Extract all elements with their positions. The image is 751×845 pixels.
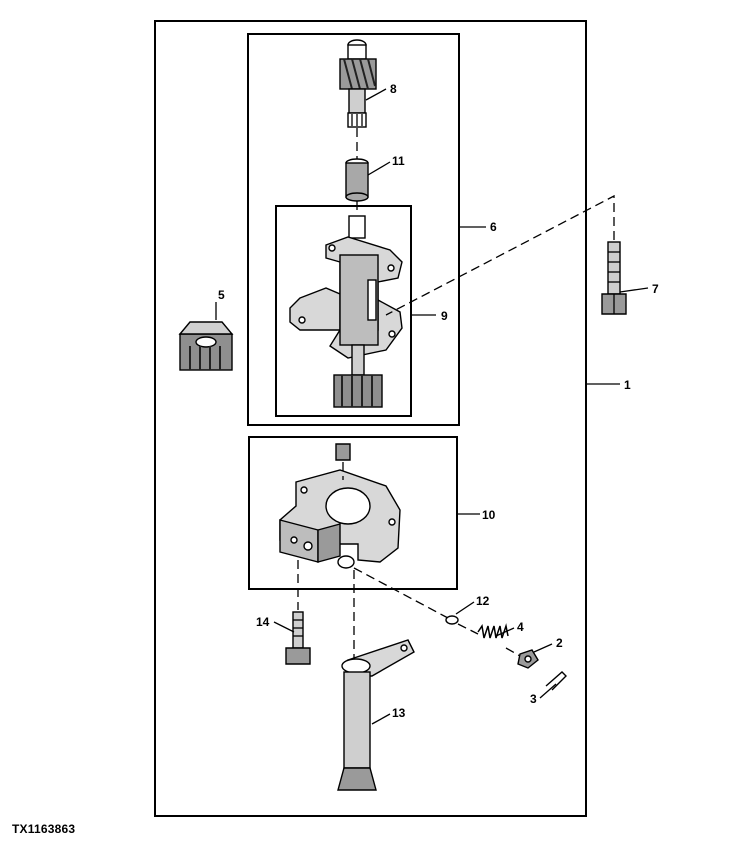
suction-pipe-part bbox=[337, 639, 415, 791]
callout-11: 11 bbox=[392, 154, 405, 168]
callout-14: 14 bbox=[256, 615, 270, 629]
callout-7: 7 bbox=[652, 282, 659, 296]
callout-13: 13 bbox=[392, 706, 406, 720]
inner-pump-subassembly-frame bbox=[275, 205, 412, 417]
nut-part bbox=[517, 649, 539, 669]
sleeve-part bbox=[345, 158, 369, 202]
callout-4: 4 bbox=[517, 620, 524, 634]
leader-lines bbox=[215, 88, 649, 725]
figure-id-label: TX1163863 bbox=[12, 822, 76, 836]
callout-2: 2 bbox=[556, 636, 563, 650]
idler-gear-part bbox=[178, 321, 234, 371]
relief-spring-part bbox=[477, 623, 509, 639]
pump-shaft-body-part bbox=[289, 215, 403, 408]
callout-10: 10 bbox=[482, 508, 496, 522]
drive-gear-shaft-part bbox=[339, 39, 377, 128]
cotter-pin-part bbox=[545, 671, 567, 691]
callout-3: 3 bbox=[530, 692, 537, 706]
callout-12: 12 bbox=[476, 594, 490, 608]
callout-1: 1 bbox=[624, 378, 631, 392]
callout-8: 8 bbox=[390, 82, 397, 96]
pump-housing-part bbox=[279, 443, 401, 569]
upper-subassembly-frame bbox=[247, 33, 460, 426]
valve-seat-part bbox=[445, 615, 459, 625]
callout-9: 9 bbox=[441, 309, 448, 323]
mounting-bolt-part bbox=[601, 241, 627, 315]
callout-5: 5 bbox=[218, 288, 225, 302]
pump-housing-frame bbox=[248, 436, 458, 590]
callout-6: 6 bbox=[490, 220, 497, 234]
outer-assembly-frame bbox=[154, 20, 587, 817]
cap-screw-part bbox=[285, 611, 311, 665]
